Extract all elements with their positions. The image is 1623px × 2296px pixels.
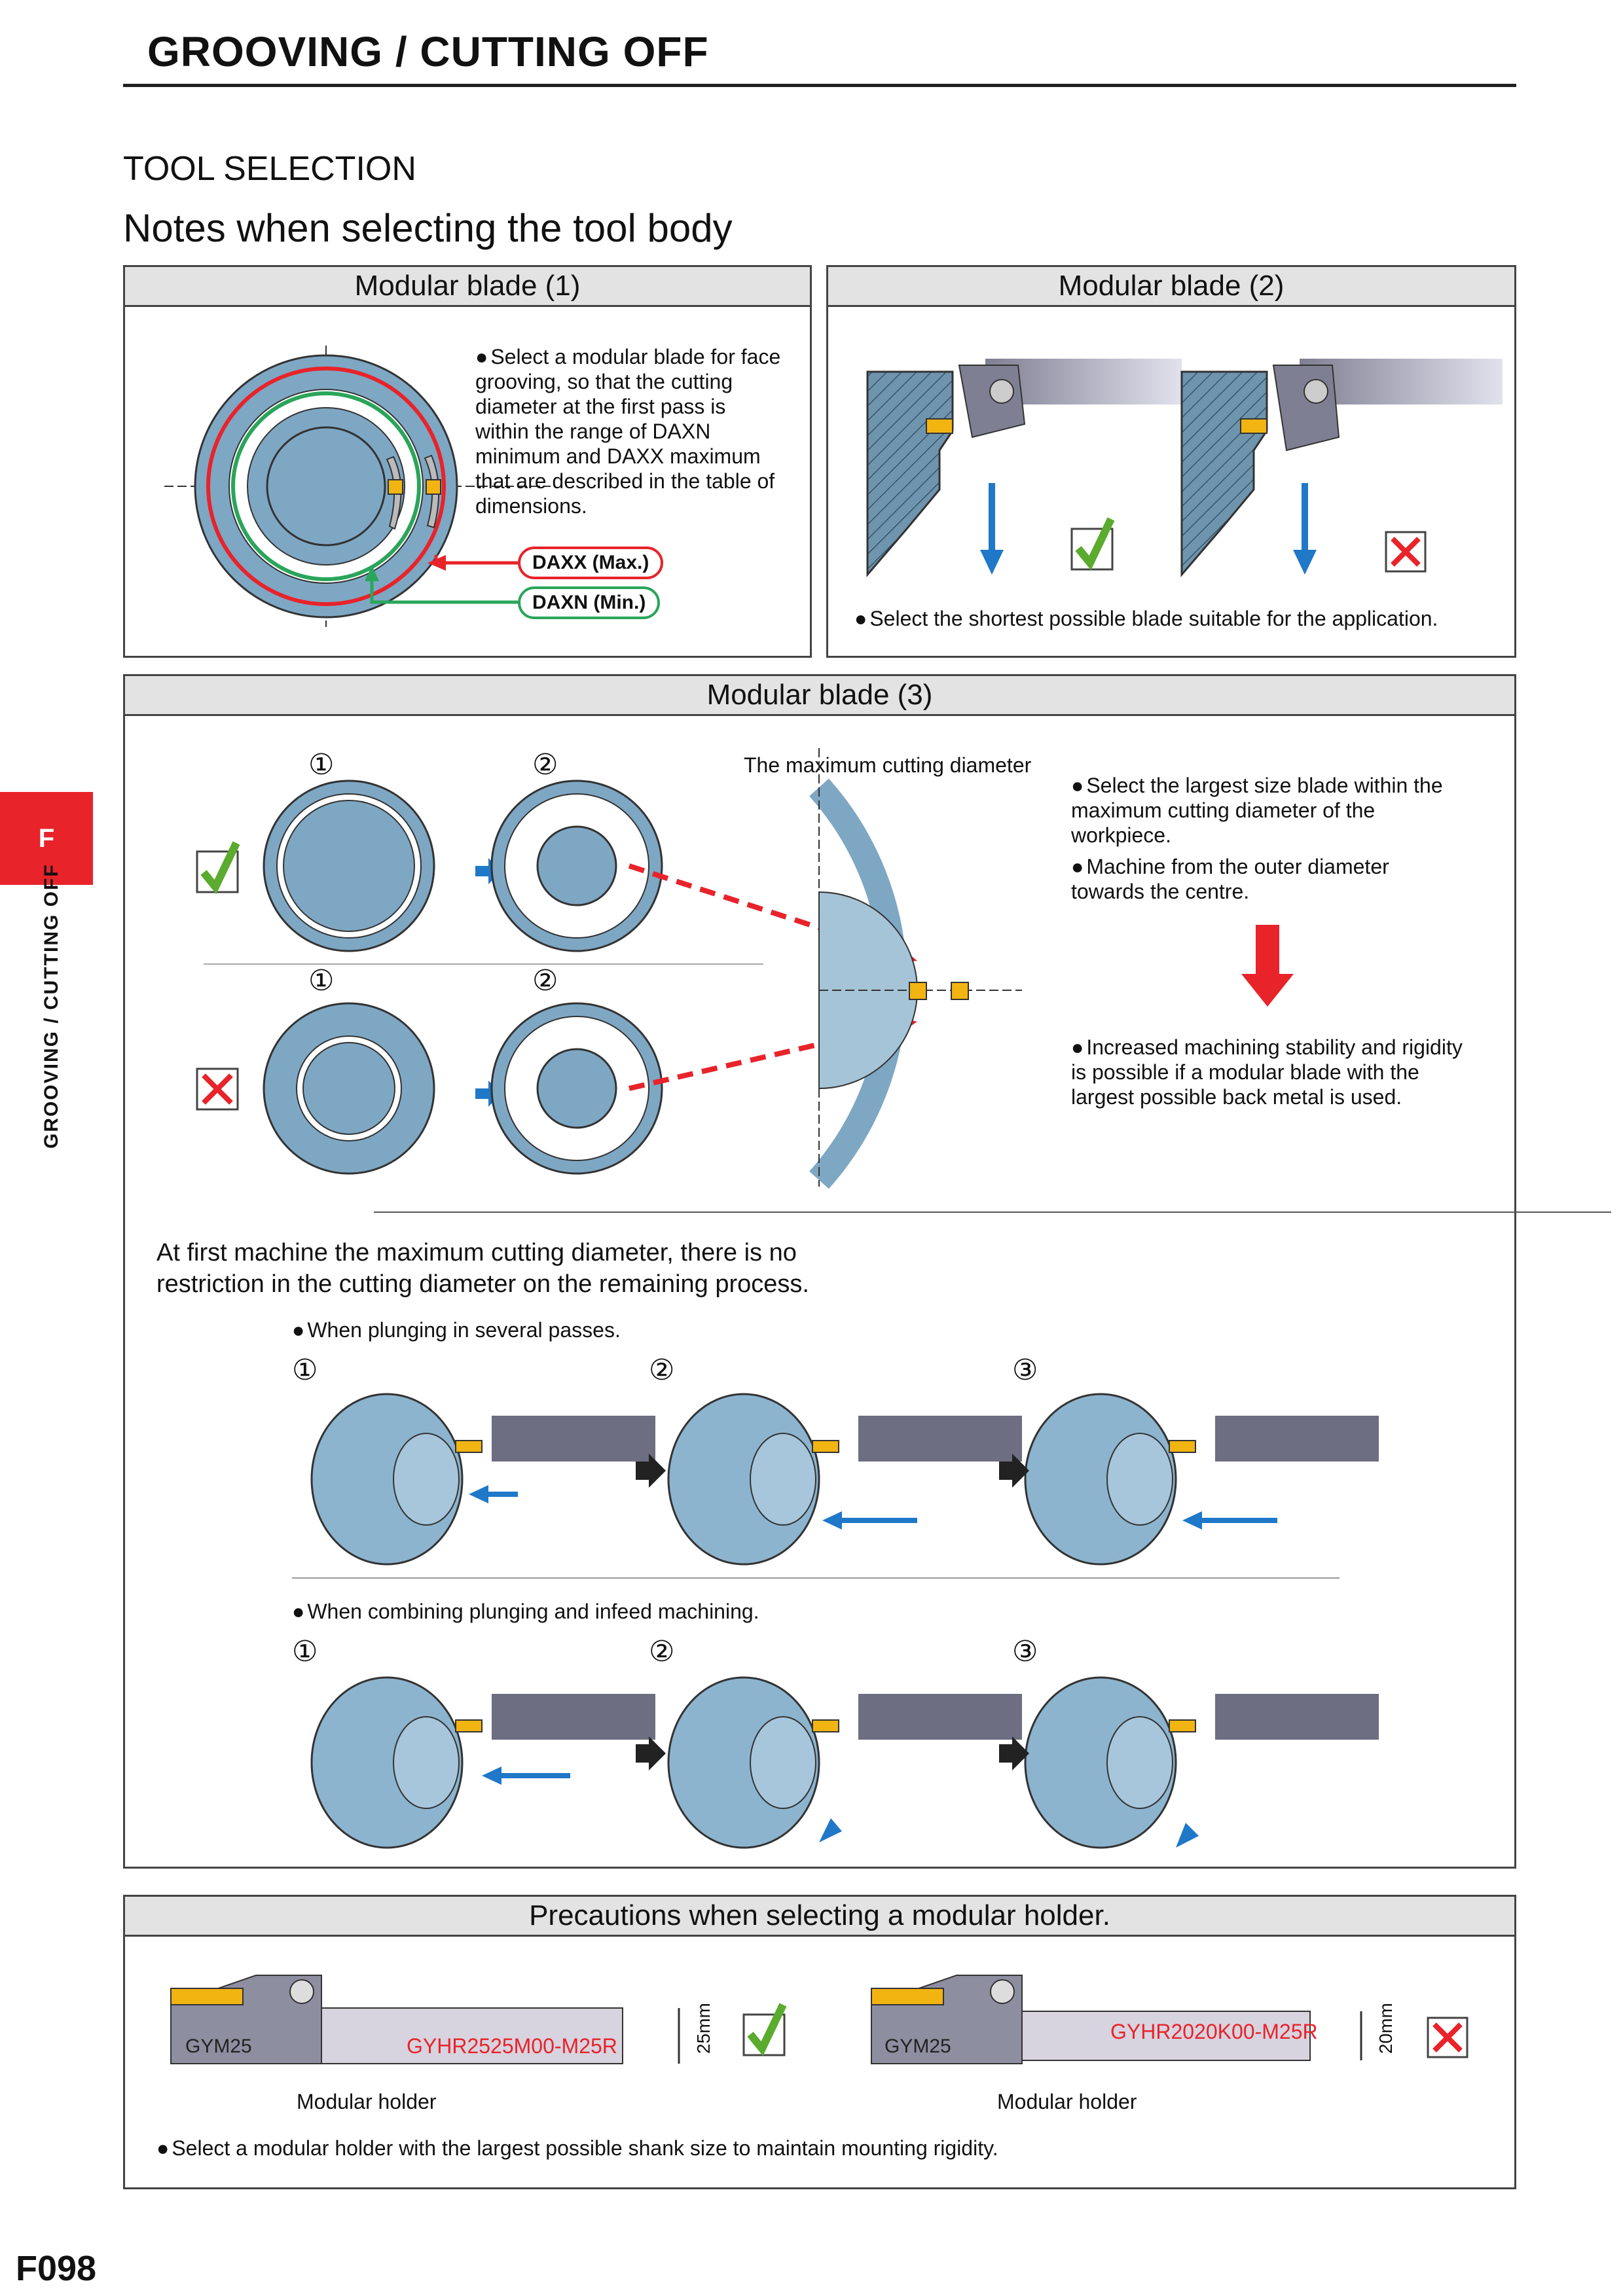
- combine-step-3: ③: [1012, 1636, 1038, 1668]
- panel-2-title: Modular blade (2): [828, 267, 1514, 307]
- left-gym-label: GYM25: [185, 2036, 252, 2057]
- step-1-bottom: ①: [308, 965, 335, 997]
- chapter-tab: F: [0, 792, 93, 885]
- right-dim-label: 20mm: [1376, 2003, 1396, 2054]
- panel-4-note: Select a modular holder with the largest…: [156, 2136, 1466, 2161]
- panel-1-note: Select a modular blade for face grooving…: [475, 344, 783, 518]
- plunging-sequence-diagram: [310, 1393, 1379, 1849]
- combine-step-1: ①: [292, 1636, 318, 1668]
- plunge-step-3: ③: [1012, 1354, 1038, 1386]
- blade-length-diagram: [866, 359, 1503, 578]
- combine-step-2: ②: [649, 1636, 675, 1668]
- daxn-min-label: DAXN (Min.): [518, 586, 661, 619]
- panel-modular-blade-1: Modular blade (1) Select a modular blade…: [123, 265, 812, 658]
- blade-size-diagram: [196, 748, 1022, 1189]
- panel-1-title: Modular blade (1): [125, 267, 810, 307]
- panel-modular-holder: Precautions when selecting a modular hol…: [123, 1895, 1516, 2189]
- panel-3-note-1: Select the largest size blade within the…: [1071, 773, 1464, 848]
- plunge-step-1: ①: [292, 1354, 318, 1386]
- left-caption: Modular holder: [297, 2090, 437, 2113]
- first-machine-line-1: At first machine the maximum cutting dia…: [156, 1239, 797, 1266]
- step-2-top: ②: [532, 749, 558, 781]
- panel-3-note-2: Machine from the outer diameter towards …: [1071, 854, 1464, 904]
- step-1-top: ①: [308, 749, 335, 781]
- modular-holder-diagram: [170, 1975, 1468, 2064]
- panel-modular-blade-3: Modular blade (3) ① ② ① ② The maximum cu…: [123, 674, 1611, 1869]
- panel-2-note: Select the shortest possible blade suita…: [854, 606, 1503, 631]
- right-holder-code: GYHR2020K00-M25R: [1110, 2020, 1318, 2043]
- sequence-divider: [292, 1577, 1340, 1579]
- page-header-title: GROOVING / CUTTING OFF: [147, 28, 709, 75]
- step-2-bottom: ②: [532, 965, 558, 997]
- panel-4-title: Precautions when selecting a modular hol…: [125, 1897, 1514, 1937]
- combine-note: When combining plunging and infeed machi…: [292, 1599, 881, 1624]
- daxx-max-label: DAXX (Max.): [518, 547, 664, 579]
- left-dim-label: 25mm: [693, 2003, 714, 2054]
- down-arrow: [1241, 925, 1294, 1007]
- header-rule: [123, 84, 1516, 87]
- right-caption: Modular holder: [997, 2090, 1137, 2113]
- panel-3-note-3: Increased machining stability and rigidi…: [1071, 1035, 1464, 1109]
- chapter-vertical-label: GROOVING / CUTTING OFF: [41, 863, 62, 1149]
- plunge-note: When plunging in several passes.: [292, 1318, 881, 1342]
- page-number: F098: [16, 2249, 97, 2288]
- left-holder-code: GYHR2525M00-M25R: [407, 2034, 617, 2058]
- panel-3-divider: [374, 1211, 1611, 1213]
- right-gym-label: GYM25: [884, 2036, 951, 2057]
- panel-3-title: Modular blade (3): [125, 676, 1514, 716]
- subsection-title: Notes when selecting the tool body: [123, 206, 733, 250]
- section-title: TOOL SELECTION: [123, 150, 416, 188]
- panel-modular-blade-2: Modular blade (2) Select the shortest po…: [826, 265, 1516, 658]
- plunge-step-2: ②: [649, 1354, 675, 1386]
- first-machine-line-2: restriction in the cutting diameter on t…: [156, 1270, 809, 1298]
- max-cutting-diameter-label: The maximum cutting diameter: [744, 753, 1032, 777]
